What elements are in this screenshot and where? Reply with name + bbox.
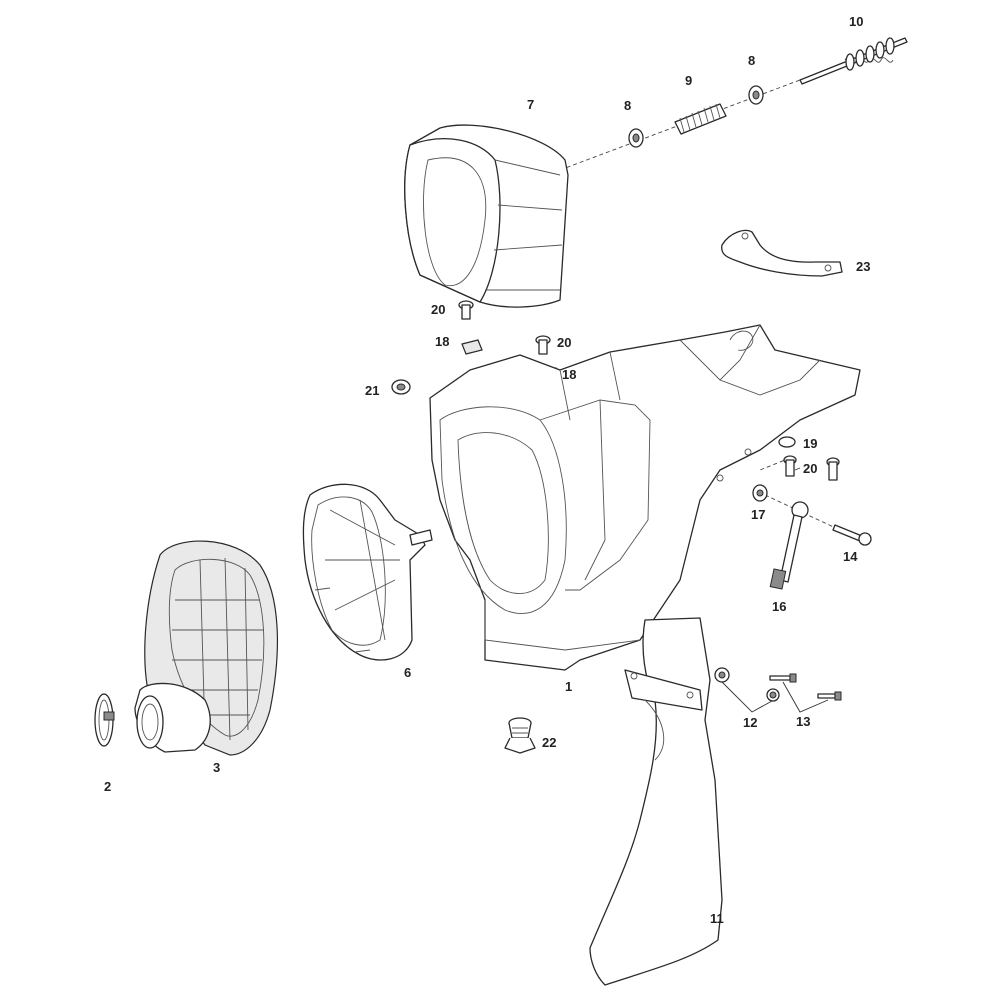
part-22-drain-valve bbox=[504, 717, 536, 754]
part-20-screw-a bbox=[458, 300, 474, 320]
callout-17: 17 bbox=[751, 507, 765, 522]
callout-8-upper: 8 bbox=[748, 53, 755, 68]
leader-20-right bbox=[794, 467, 801, 471]
callout-19: 19 bbox=[803, 436, 817, 451]
leader-12 bbox=[721, 681, 773, 713]
part-9-spring bbox=[674, 103, 727, 135]
part-10-rod bbox=[799, 37, 908, 85]
leader-13 bbox=[782, 681, 829, 713]
callout-7: 7 bbox=[527, 97, 534, 112]
part-8-washer-lower bbox=[628, 128, 644, 148]
callout-20-mid: 20 bbox=[557, 335, 571, 350]
part-23-bracket bbox=[721, 229, 843, 277]
callout-20-right: 20 bbox=[803, 461, 817, 476]
callout-10: 10 bbox=[849, 14, 863, 29]
part-1-airbox-housing bbox=[429, 324, 861, 671]
part-11-mud-flap bbox=[589, 617, 723, 986]
callout-18-right: 18 bbox=[562, 367, 576, 382]
callout-6: 6 bbox=[404, 665, 411, 680]
part-16-strap bbox=[769, 501, 809, 590]
part-13-screw-b bbox=[817, 691, 842, 701]
callout-1: 1 bbox=[565, 679, 572, 694]
part-20-screw-d bbox=[826, 457, 840, 481]
callout-13: 13 bbox=[796, 714, 810, 729]
callout-11: 11 bbox=[710, 911, 724, 926]
callout-18-left: 18 bbox=[435, 334, 449, 349]
callout-9: 9 bbox=[685, 73, 692, 88]
callout-8-lower: 8 bbox=[624, 98, 631, 113]
part-18-clip-a bbox=[461, 339, 483, 355]
part-12-grommet-b bbox=[766, 688, 780, 702]
part-2-hose-clamp bbox=[94, 693, 115, 747]
callout-12: 12 bbox=[743, 715, 757, 730]
callout-21: 21 bbox=[365, 383, 379, 398]
callout-16: 16 bbox=[772, 599, 786, 614]
part-7-cone-filter bbox=[404, 124, 569, 308]
callout-23: 23 bbox=[856, 259, 870, 274]
callout-20-top: 20 bbox=[431, 302, 445, 317]
callout-3: 3 bbox=[213, 760, 220, 775]
part-6-filter-cage bbox=[302, 483, 433, 661]
part-20-screw-c bbox=[783, 455, 797, 477]
part-17-bushing bbox=[752, 484, 768, 502]
part-14-bolt bbox=[832, 524, 872, 546]
axis-line-screw-20 bbox=[759, 457, 791, 471]
callout-22: 22 bbox=[542, 735, 556, 750]
callout-14: 14 bbox=[843, 549, 858, 564]
part-20-screw-b bbox=[535, 335, 551, 355]
part-8-washer-upper bbox=[748, 85, 764, 105]
part-3-filter-element bbox=[134, 540, 279, 756]
part-12-grommet-a bbox=[714, 667, 730, 683]
part-13-screw-a bbox=[769, 673, 797, 683]
part-21-grommet bbox=[391, 379, 411, 395]
part-19-washer bbox=[778, 436, 796, 448]
callout-2: 2 bbox=[104, 779, 111, 794]
